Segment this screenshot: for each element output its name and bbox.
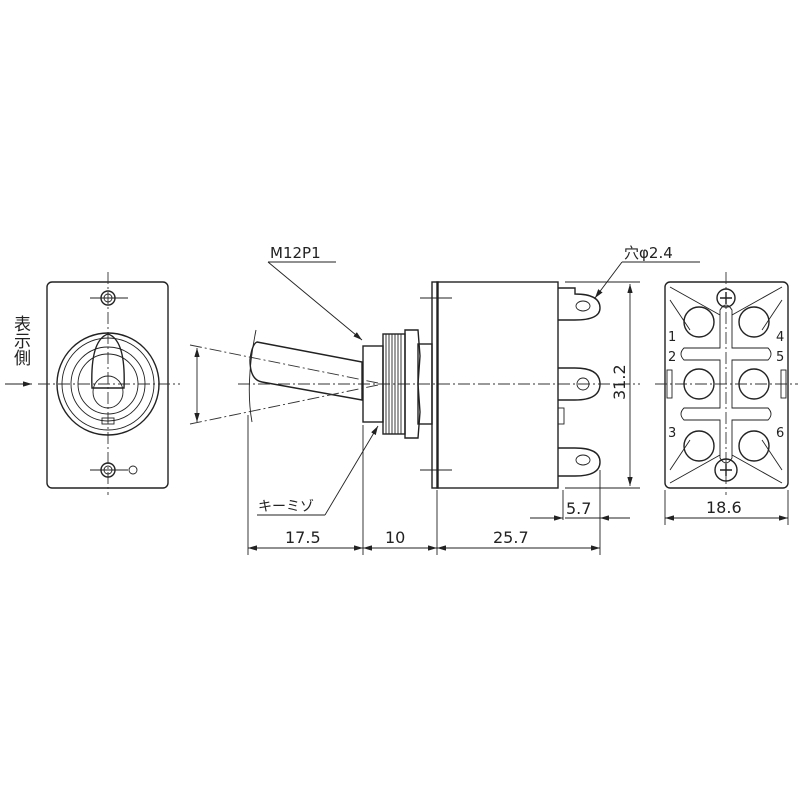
solder-terminal [557,287,601,477]
dim-height: 31.2 [610,364,629,400]
terminal-2: 2 [668,350,676,365]
toggle-lever [249,341,363,401]
display-side-label: 表示側 [10,315,31,366]
dim-lever: 17.5 [285,528,321,547]
terminal-4: 4 [776,330,784,345]
rear-view: 1 2 3 4 5 6 18.6 [655,272,798,525]
thread-label: M12P1 [270,244,321,262]
dim-body: 25.7 [493,528,529,547]
dim-bushing: 10 [385,528,405,547]
dim-width: 18.6 [706,498,742,517]
dim-terminal: 5.7 [566,499,591,518]
hole-label: 穴φ2.4 [624,244,673,262]
side-view: M12P1 キーミゾ 穴φ2.4 17.5 10 25.7 5.7 31.2 [189,244,700,555]
terminal-1: 1 [668,330,676,345]
terminal-5: 5 [776,350,784,365]
indicator-dot [128,465,138,475]
svg-text:表示側: 表示側 [10,315,31,366]
front-view: 表示側 [5,272,180,495]
keyway-label: キーミゾ [258,499,314,515]
terminal-3: 3 [668,426,676,441]
terminal-6: 6 [776,426,784,441]
